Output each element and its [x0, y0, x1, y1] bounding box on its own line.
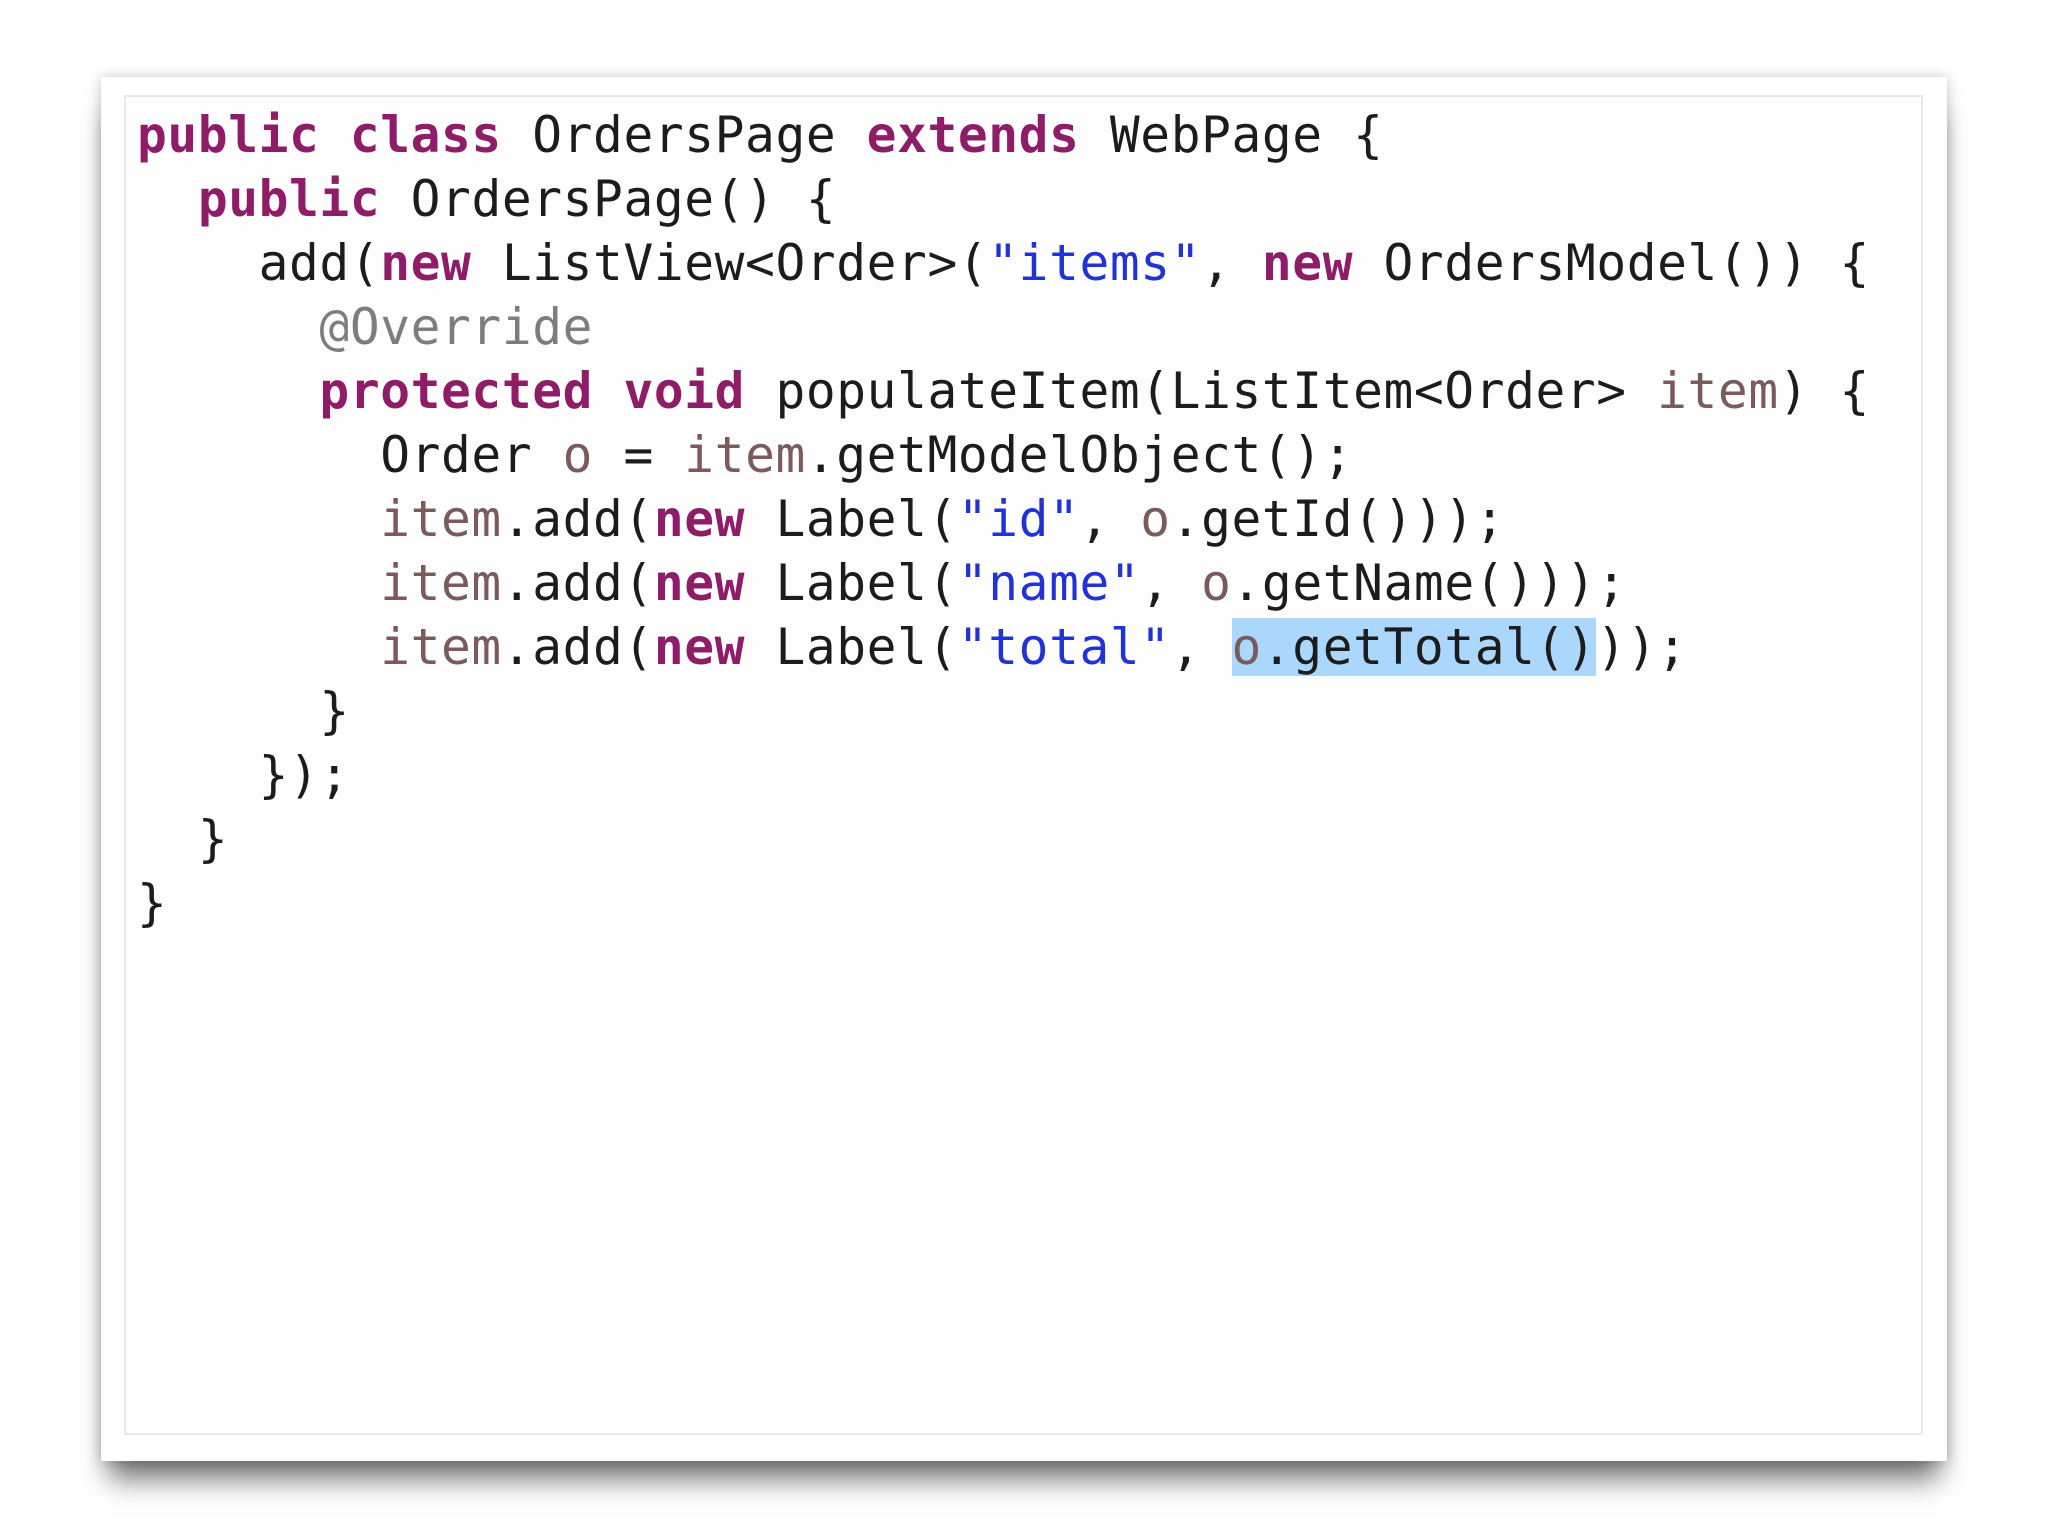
code-indent	[137, 170, 198, 228]
string-literal: "total"	[957, 618, 1171, 676]
code-indent	[137, 490, 380, 548]
code-text: ,	[1140, 554, 1202, 612]
code-line: });	[137, 743, 1870, 807]
keyword: new	[653, 490, 746, 548]
code-text	[319, 106, 349, 164]
code-text: =	[593, 426, 685, 484]
code-text: ListView<Order>(	[471, 234, 989, 292]
code-line: }	[137, 679, 1870, 743]
code-indent	[137, 554, 380, 612]
code-indent	[137, 746, 259, 804]
code-indent	[137, 426, 380, 484]
code-indent	[137, 810, 198, 868]
code-line: item.add(new Label("name", o.getName()))…	[137, 551, 1870, 615]
code-text: ));	[1596, 618, 1688, 676]
variable: item	[380, 554, 502, 612]
variable: o	[562, 426, 594, 484]
code-text: OrdersPage	[501, 106, 867, 164]
variable: o	[1140, 490, 1171, 548]
code-text: Order	[380, 426, 563, 484]
code-text: }	[319, 682, 350, 740]
code-text: ,	[1201, 234, 1262, 292]
keyword: protected	[319, 362, 594, 420]
selected-variable: o	[1231, 618, 1262, 676]
annotation: @Override	[319, 298, 594, 356]
code-text: .getModelObject();	[805, 426, 1354, 484]
keyword: new	[380, 234, 472, 292]
selected-code-text: .getTotal()	[1261, 618, 1597, 676]
code-line: public OrdersPage() {	[137, 167, 1870, 231]
slide-photo-frame: public class OrdersPage extends WebPage …	[101, 77, 1947, 1461]
keyword: new	[1261, 234, 1354, 292]
code-line: }	[137, 871, 1870, 935]
code-line: protected void populateItem(ListItem<Ord…	[137, 359, 1870, 423]
keyword: new	[653, 554, 746, 612]
keyword: void	[623, 362, 746, 420]
code-indent	[137, 682, 319, 740]
code-text: });	[258, 746, 350, 804]
code-text: }	[197, 810, 229, 868]
code-text: .add(	[501, 554, 654, 612]
code-indent	[137, 618, 380, 676]
code-text: add(	[258, 234, 381, 292]
code-line: item.add(new Label("id", o.getId()));	[137, 487, 1870, 551]
code-line: Order o = item.getModelObject();	[137, 423, 1870, 487]
code-text: .getId()));	[1170, 490, 1506, 548]
code-text: .getName()));	[1231, 554, 1627, 612]
code-text: OrdersModel()) {	[1353, 234, 1870, 292]
code-line: add(new ListView<Order>("items", new Ord…	[137, 231, 1870, 295]
code-text: Label(	[745, 618, 958, 676]
code-text: WebPage {	[1079, 106, 1384, 164]
keyword: new	[653, 618, 746, 676]
code-text: .add(	[501, 490, 654, 548]
string-literal: "id"	[957, 490, 1080, 548]
code-line: @Override	[137, 295, 1870, 359]
keyword: public	[197, 170, 381, 228]
code-line: public class OrdersPage extends WebPage …	[137, 103, 1870, 167]
keyword: class	[349, 106, 502, 164]
code-text: ) {	[1778, 362, 1870, 420]
code-line: item.add(new Label("total", o.getTotal()…	[137, 615, 1870, 679]
code-text	[593, 362, 623, 420]
code-block[interactable]: public class OrdersPage extends WebPage …	[137, 103, 1870, 935]
variable: item	[380, 490, 502, 548]
keyword: extends	[866, 106, 1080, 164]
code-indent	[137, 362, 319, 420]
variable: item	[380, 618, 502, 676]
code-text: .add(	[501, 618, 654, 676]
code-indent	[137, 298, 319, 356]
code-indent	[137, 234, 259, 292]
code-text: }	[137, 874, 168, 932]
keyword: public	[137, 106, 320, 164]
code-text: ,	[1170, 618, 1232, 676]
variable: item	[1657, 362, 1779, 420]
variable: o	[1201, 554, 1232, 612]
variable: item	[684, 426, 806, 484]
string-literal: "items"	[988, 234, 1202, 292]
code-line: }	[137, 807, 1870, 871]
code-slide: public class OrdersPage extends WebPage …	[124, 95, 1923, 1435]
code-text: Label(	[745, 554, 958, 612]
code-text: Label(	[745, 490, 958, 548]
code-text: ,	[1079, 490, 1141, 548]
string-literal: "name"	[957, 554, 1141, 612]
code-text: OrdersPage() {	[380, 170, 837, 228]
code-text: populateItem(ListItem<Order>	[745, 362, 1658, 420]
